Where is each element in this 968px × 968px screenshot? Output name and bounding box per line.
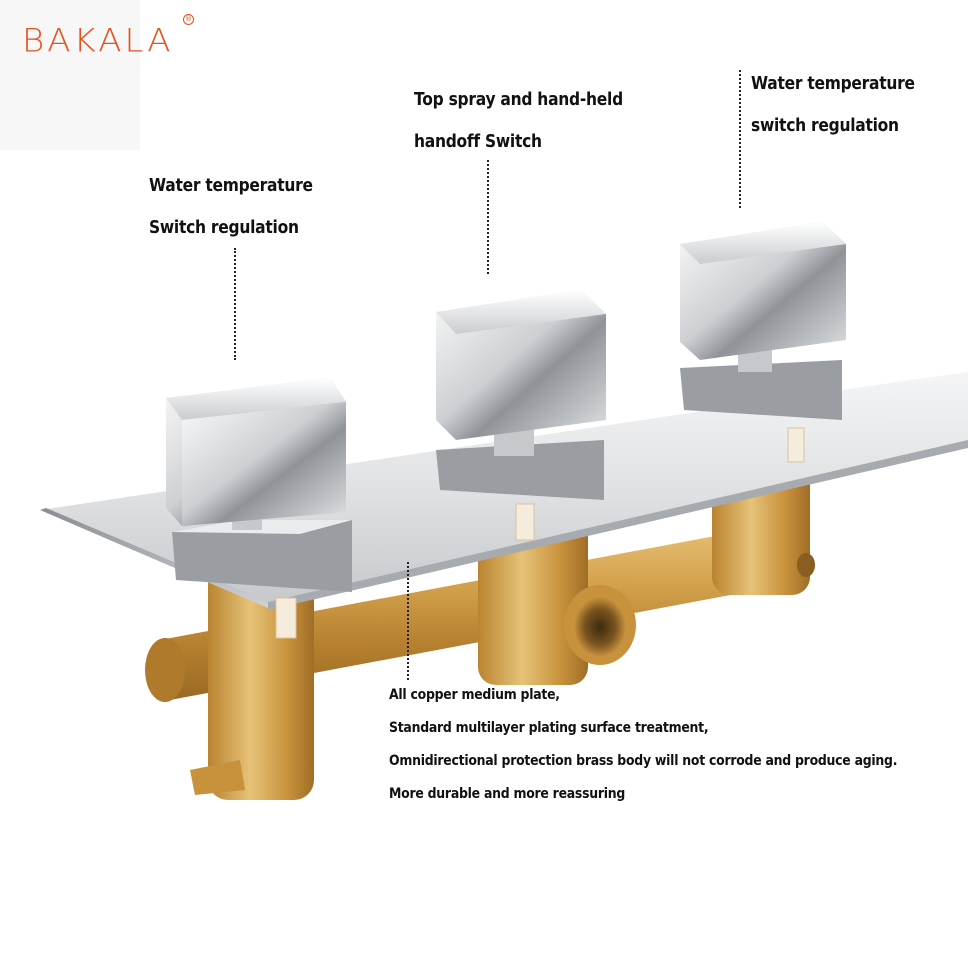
label-middle-line2: handoff Switch — [414, 131, 542, 152]
label-right: Water temperature switch regulation — [751, 63, 915, 147]
label-middle-line1: Top spray and hand-held — [414, 89, 623, 110]
label-right-line1: Water temperature — [751, 73, 915, 94]
leader-line-left — [234, 248, 236, 360]
description-line4: More durable and more reassuring — [389, 786, 626, 802]
label-right-line2: switch regulation — [751, 115, 899, 136]
logo-background — [0, 0, 140, 150]
label-left-line1: Water temperature — [149, 175, 313, 196]
label-left: Water temperature Switch regulation — [149, 165, 313, 249]
product-description: All copper medium plate, Standard multil… — [389, 679, 897, 811]
middle-handle — [436, 290, 606, 500]
registered-mark: ® — [183, 14, 194, 25]
label-left-line2: Switch regulation — [149, 217, 299, 238]
right-handle — [680, 222, 846, 420]
leader-line-right — [739, 70, 741, 208]
description-line3: Omnidirectional protection brass body wi… — [389, 753, 898, 769]
label-middle: Top spray and hand-held handoff Switch — [414, 79, 623, 163]
left-handle — [166, 378, 352, 592]
leader-line-description — [407, 562, 409, 680]
description-line2: Standard multilayer plating surface trea… — [389, 720, 709, 736]
brand-logo: BAKALA — [22, 22, 174, 60]
description-line1: All copper medium plate, — [389, 687, 560, 703]
leader-line-middle — [487, 160, 489, 274]
